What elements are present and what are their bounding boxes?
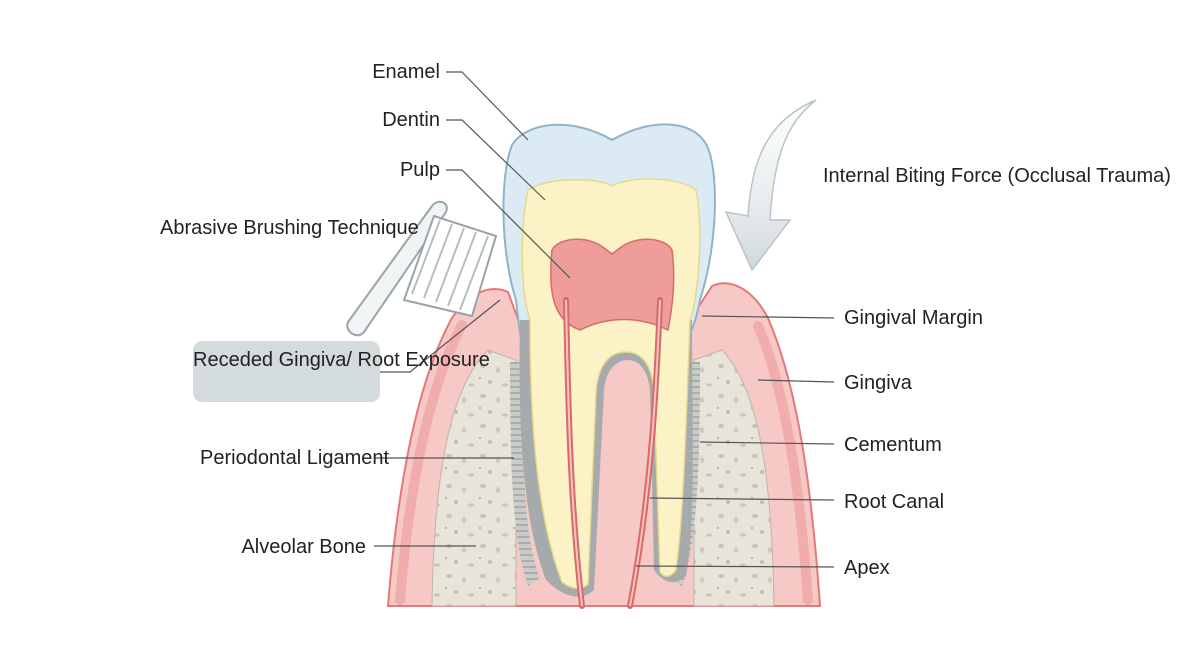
label-abrasive-brushing: Abrasive Brushing Technique <box>160 216 419 240</box>
toothbrush-icon <box>346 200 498 337</box>
label-enamel: Enamel <box>372 61 440 83</box>
label-biting-line2: (Occlusal Trauma) <box>1007 165 1171 187</box>
label-root-canal: Root Canal <box>844 491 945 513</box>
label-apex: Apex <box>844 557 890 579</box>
label-gingiva: Gingiva <box>844 372 912 394</box>
label-pulp: Pulp <box>399 159 440 181</box>
label-gingival-margin: Gingival Margin <box>844 307 983 329</box>
leader-lines <box>374 71 835 568</box>
label-abrasive-line1: Abrasive Brushing <box>160 217 323 239</box>
label-periodontal-line2: Ligament <box>306 447 390 469</box>
receded-gingiva-callout-box <box>193 341 380 402</box>
label-dentin: Dentin <box>382 109 440 131</box>
label-cementum: Cementum <box>844 434 942 456</box>
alveolar-bone-shape <box>431 349 517 607</box>
label-abrasive-line2: Technique <box>327 217 419 239</box>
label-receded-gingiva: Receded Gingiva/ Root Exposure <box>193 348 490 372</box>
force-arrow-icon <box>724 99 817 272</box>
label-biting-force: Internal Biting Force (Occlusal Trauma) <box>823 164 1171 188</box>
label-receded-line1: Receded Gingiva/ <box>193 349 352 371</box>
label-receded-line2: Root Exposure <box>357 349 490 371</box>
label-periodontal-ligament: Periodontal Ligament <box>200 446 389 470</box>
label-biting-line1: Internal Biting Force <box>823 165 1002 187</box>
label-alveolar-bone: Alveolar Bone <box>241 536 366 558</box>
label-periodontal-line1: Periodontal <box>200 447 302 469</box>
periodontal-ligament-shape <box>510 362 540 586</box>
